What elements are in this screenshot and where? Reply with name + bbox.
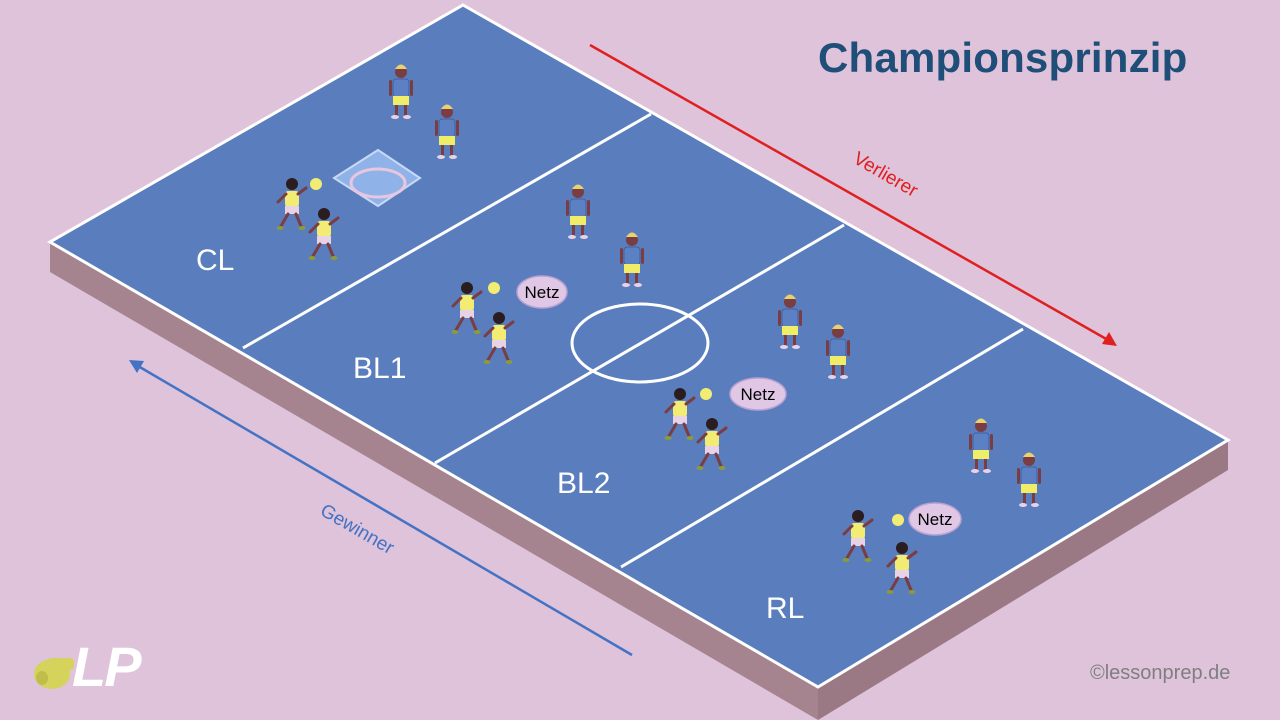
- logo-text: LP: [72, 635, 142, 698]
- zone-label-cl: CL: [196, 244, 234, 277]
- logo: LP: [28, 635, 158, 700]
- winner-arrow-label: Gewinner: [317, 500, 399, 559]
- copyright: ©lessonprep.de: [1090, 662, 1231, 684]
- loser-arrow: [589, 43, 1117, 346]
- zone-label-rl: RL: [766, 592, 804, 625]
- slide-title: Championsprinzip: [818, 34, 1188, 81]
- zone-label-bl2: BL2: [557, 467, 610, 500]
- center-circle: [570, 302, 710, 384]
- ball-icon: [892, 514, 904, 526]
- target-mat: [332, 148, 422, 208]
- ball-icon: [310, 178, 322, 190]
- ball-icon: [488, 282, 500, 294]
- winner-arrow: [129, 360, 633, 657]
- net-3: Netz: [908, 502, 962, 536]
- net-label: Netz: [525, 283, 560, 302]
- whistle-icon: [34, 658, 74, 689]
- net-label: Netz: [918, 510, 953, 529]
- net-label: Netz: [741, 385, 776, 404]
- court-side-left: [50, 242, 818, 720]
- zone-line-1: [242, 112, 652, 350]
- loser-arrow-label: Verlierer: [850, 148, 922, 202]
- net-2: Netz: [729, 377, 787, 411]
- zone-label-bl1: BL1: [353, 352, 406, 385]
- court-side-right: [818, 440, 1228, 720]
- zone-line-2: [434, 223, 845, 465]
- zone-line-3: [620, 327, 1024, 569]
- ball-icon: [700, 388, 712, 400]
- net-1: Netz: [516, 275, 568, 309]
